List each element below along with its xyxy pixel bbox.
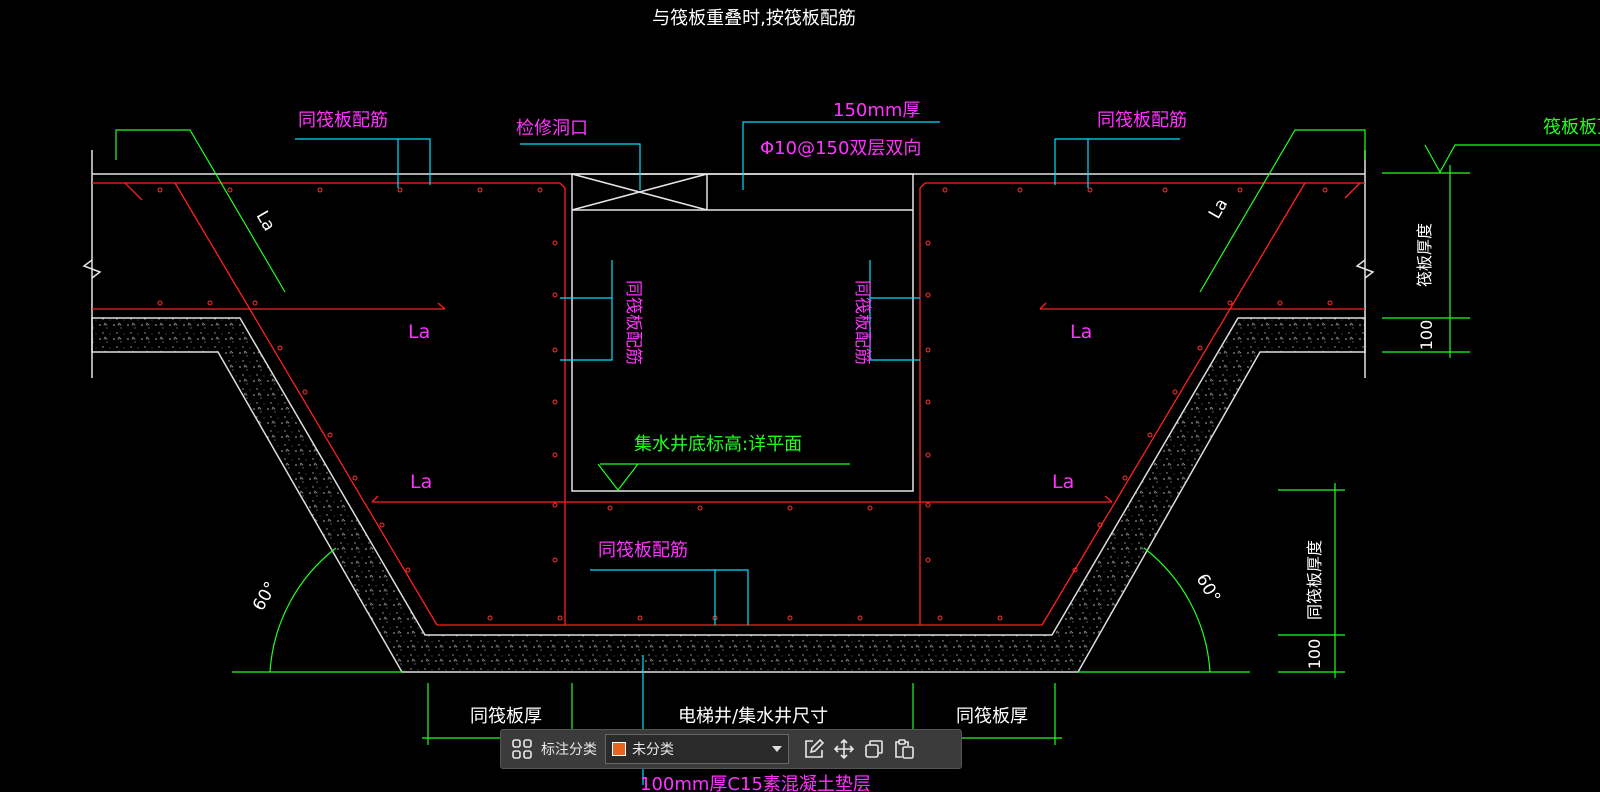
la-diag-right: La <box>1205 195 1232 222</box>
dim-100-upper: 100 <box>1417 320 1436 351</box>
grid-button[interactable] <box>507 734 537 764</box>
bottom-rebar-label: 同筏板配筋 <box>598 540 688 561</box>
angle-right-label: 60° <box>1192 571 1224 607</box>
rebar-dots <box>157 187 1333 621</box>
raft-rebar-right-label: 同筏板配筋 <box>1097 110 1187 131</box>
top-note: 与筏板重叠时,按筏板配筋 <box>652 8 856 29</box>
grid-icon <box>512 739 532 759</box>
edit-button[interactable] <box>799 734 829 764</box>
raft-top-label: 筏板板顶 <box>1543 117 1600 138</box>
leader-lines <box>295 121 1180 785</box>
copy-icon <box>865 740 883 758</box>
slab-rebar-label: Φ10@150双层双向 <box>760 138 921 159</box>
angle-left-label: 60° <box>249 578 281 614</box>
dimension-lines <box>115 129 1600 745</box>
raft-rebar-left-label: 同筏板配筋 <box>298 110 388 131</box>
edit-icon <box>805 738 825 758</box>
pit-size-label: 电梯井/集水井尺寸 <box>678 706 828 727</box>
copy-button[interactable] <box>859 734 889 764</box>
same-raft-thickness-dim-label: 同筏板厚度 <box>1305 540 1324 620</box>
dim-100-lower: 100 <box>1305 639 1324 670</box>
wall-rebar-left-label: 同筏板配筋 <box>623 280 643 365</box>
category-label: 标注分类 <box>541 742 597 758</box>
slab-thickness-label: 150mm厚 <box>833 100 920 121</box>
rebar-lines <box>92 182 1365 626</box>
paste-button[interactable] <box>889 734 919 764</box>
paste-icon <box>895 739 914 759</box>
move-button[interactable] <box>829 734 859 764</box>
category-color-swatch <box>612 742 626 756</box>
selected-category: 未分类 <box>632 742 674 758</box>
raft-thickness-dim-label: 筏板厚度 <box>1415 223 1434 287</box>
la-low-right: La <box>1052 471 1074 493</box>
concrete-cushion-layer <box>91 317 1366 673</box>
wall-rebar-right-label: 同筏板配筋 <box>852 280 872 365</box>
la-low-left: La <box>410 471 432 493</box>
bottom-cushion-label: 100mm厚C15素混凝土垫层 <box>640 774 871 792</box>
same-raft-thick-left-label: 同筏板厚 <box>470 706 542 727</box>
pit-bottom-elevation-label: 集水井底标高:详平面 <box>634 434 802 455</box>
category-select[interactable]: 未分类 <box>605 734 789 764</box>
la-mid-left: La <box>408 321 430 343</box>
access-hole-label: 检修洞口 <box>516 118 588 139</box>
move-icon <box>833 738 855 760</box>
raft-slab-outline <box>82 150 1375 492</box>
la-diag-left: La <box>252 208 279 235</box>
annotation-toolbar: 标注分类 未分类 <box>500 729 962 769</box>
la-mid-right: La <box>1070 321 1092 343</box>
same-raft-thick-right-label: 同筏板厚 <box>956 706 1028 727</box>
chevron-down-icon <box>772 746 782 752</box>
